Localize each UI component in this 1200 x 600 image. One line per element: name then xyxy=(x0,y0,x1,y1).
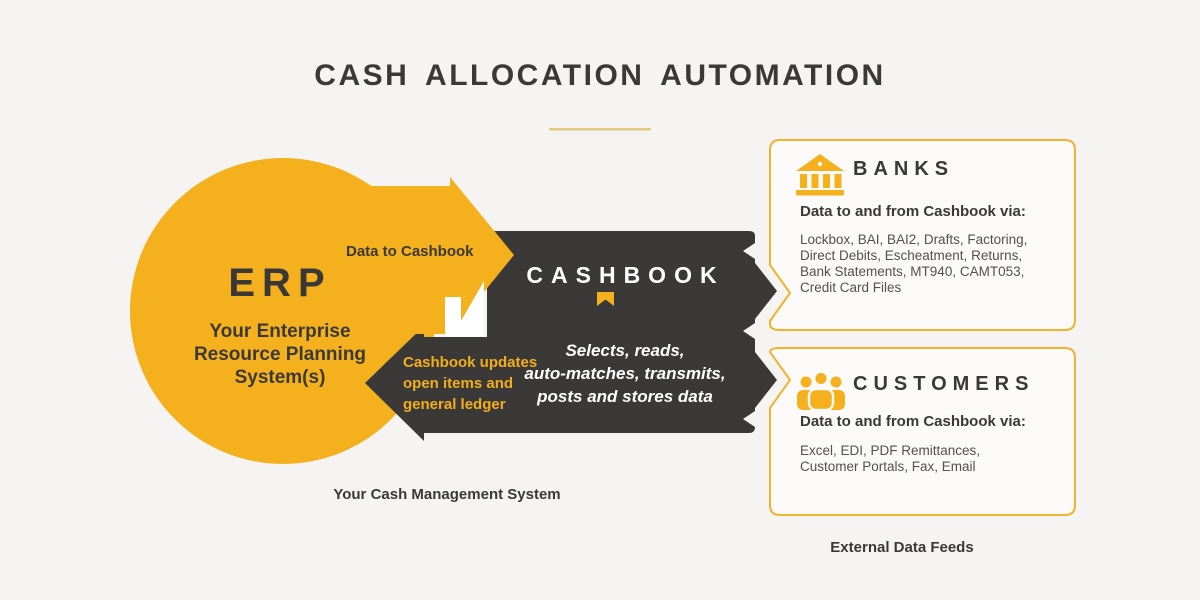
cashbook-updates-label: Cashbook updates open items and general … xyxy=(403,352,537,415)
customers-items: Excel, EDI, PDF Remittances, Customer Po… xyxy=(800,443,980,475)
banks-item-line: Credit Card Files xyxy=(800,280,902,295)
customers-panel xyxy=(769,347,1076,516)
banks-item-line: Lockbox, BAI, BAI2, Drafts, Factoring, xyxy=(800,232,1028,247)
cashbook-heading: CASHBOOK xyxy=(526,262,725,288)
page-title: CASH ALLOCATION AUTOMATION xyxy=(314,59,886,92)
customers-subheading: Data to and from Cashbook via: xyxy=(800,413,1026,430)
customers-item-line: Customer Portals, Fax, Email xyxy=(800,459,976,474)
customers-item-line: Excel, EDI, PDF Remittances, xyxy=(800,443,981,458)
title-divider xyxy=(549,128,651,131)
erp-heading: ERP xyxy=(228,261,332,305)
cashbook-updates-line: Cashbook updates xyxy=(403,354,538,371)
cashbook-description-line: auto-matches, transmits, xyxy=(524,364,726,383)
data-to-cashbook-label: Data to Cashbook xyxy=(346,243,474,260)
banks-item-line: Direct Debits, Escheatment, Returns, xyxy=(800,248,1023,263)
cash-management-caption: Your Cash Management System xyxy=(333,486,561,503)
cashbook-description-line: posts and stores data xyxy=(537,387,713,406)
banks-subheading: Data to and from Cashbook via: xyxy=(800,203,1026,220)
bank-icon xyxy=(796,154,844,196)
people-icon xyxy=(797,370,845,412)
cashbook-updates-line: general ledger xyxy=(403,396,506,413)
cashbook-updates-arrow xyxy=(365,326,545,441)
bookmark-icon xyxy=(597,292,614,306)
arrow-gap-notch xyxy=(445,281,484,337)
banks-items: Lockbox, BAI, BAI2, Drafts, Factoring, D… xyxy=(800,232,1027,296)
erp-subtitle-line: Your Enterprise xyxy=(209,321,351,342)
external-data-feeds-caption: External Data Feeds xyxy=(830,539,974,556)
erp-subtitle: Your Enterprise Resource Planning System… xyxy=(130,320,430,389)
banks-panel xyxy=(769,139,1076,331)
erp-subtitle-line: Resource Planning xyxy=(193,344,367,365)
banks-item-line: Bank Statements, MT940, CAMT053, xyxy=(800,264,1025,279)
cashbook-updates-line: open items and xyxy=(403,375,514,392)
cashbook-box xyxy=(487,231,777,433)
data-to-cashbook-arrow xyxy=(340,177,514,334)
erp-subtitle-line: System(s) xyxy=(234,367,326,388)
customers-heading: CUSTOMERS xyxy=(853,373,1035,395)
cashbook-description: Selects, reads, auto-matches, transmits,… xyxy=(515,339,735,408)
banks-heading: BANKS xyxy=(853,158,955,180)
cashbook-description-line: Selects, reads, xyxy=(565,341,685,360)
